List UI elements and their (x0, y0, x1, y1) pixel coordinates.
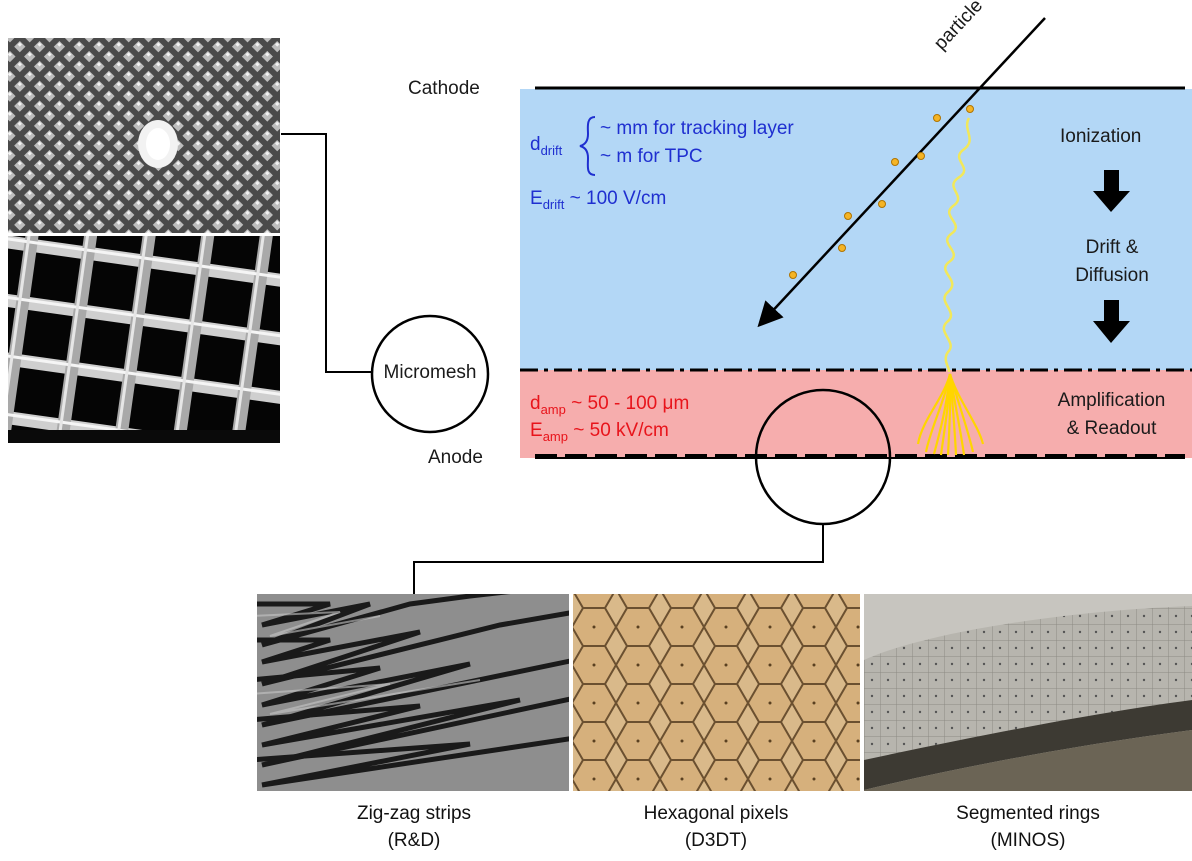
drift-brace (579, 116, 596, 176)
caption-segmented: Segmented rings (MINOS) (878, 800, 1178, 854)
micromesh-circle (370, 314, 490, 434)
process-arrow-2 (1093, 300, 1130, 343)
zigzag-strips-photo (257, 594, 569, 791)
d-drift-mm: ~ mm for tracking layer (600, 118, 794, 139)
ionization-label: Ionization (1060, 126, 1142, 147)
caption-hexagonal: Hexagonal pixels (D3DT) (566, 800, 866, 854)
drift-label-line2: Diffusion (1075, 265, 1149, 286)
micromesh-label: Micromesh (383, 362, 477, 383)
amplification-region (520, 370, 1192, 458)
hexagonal-pixels-photo (573, 594, 860, 791)
e-amp: Eamp ~ 50 kV/cm (530, 420, 669, 444)
amplification-label: Amplification & Readout (1044, 390, 1179, 440)
caption-zigzag: Zig-zag strips (R&D) (264, 800, 564, 854)
amp-label-line2: & Readout (1066, 418, 1157, 439)
readout-connector (413, 524, 824, 594)
caption-zigzag-line1: Zig-zag strips (356, 803, 472, 824)
e-drift: Edrift ~ 100 V/cm (530, 188, 667, 212)
avalanche (916, 373, 985, 456)
segmented-rings-photo (864, 594, 1192, 791)
d-drift-m: ~ m for TPC (600, 146, 703, 167)
electron-drift-path (942, 117, 971, 373)
caption-zigzag-line2: (R&D) (387, 830, 441, 851)
particle-track (757, 17, 1046, 328)
caption-segmented-line1: Segmented rings (956, 803, 1100, 824)
process-arrow-1 (1093, 170, 1130, 212)
caption-hexagonal-line2: (D3DT) (684, 830, 748, 851)
drift-diffusion-label: Drift & Diffusion (1062, 237, 1162, 287)
drift-label-line1: Drift & (1085, 237, 1139, 258)
d-amp: damp ~ 50 - 100 μm (530, 393, 690, 417)
caption-hexagonal-line1: Hexagonal pixels (643, 803, 789, 824)
drift-region (520, 89, 1192, 370)
micromesh-photo-top (8, 38, 280, 233)
caption-segmented-line2: (MINOS) (990, 830, 1066, 851)
amp-label-line1: Amplification (1057, 390, 1166, 411)
ionization-electrons (789, 105, 974, 279)
d-drift-symbol: ddrift (530, 134, 563, 158)
cathode-label: Cathode (408, 78, 480, 99)
micromesh-photo-bottom (8, 236, 280, 443)
anode-label: Anode (428, 447, 483, 468)
micromesh-connector (281, 133, 372, 373)
